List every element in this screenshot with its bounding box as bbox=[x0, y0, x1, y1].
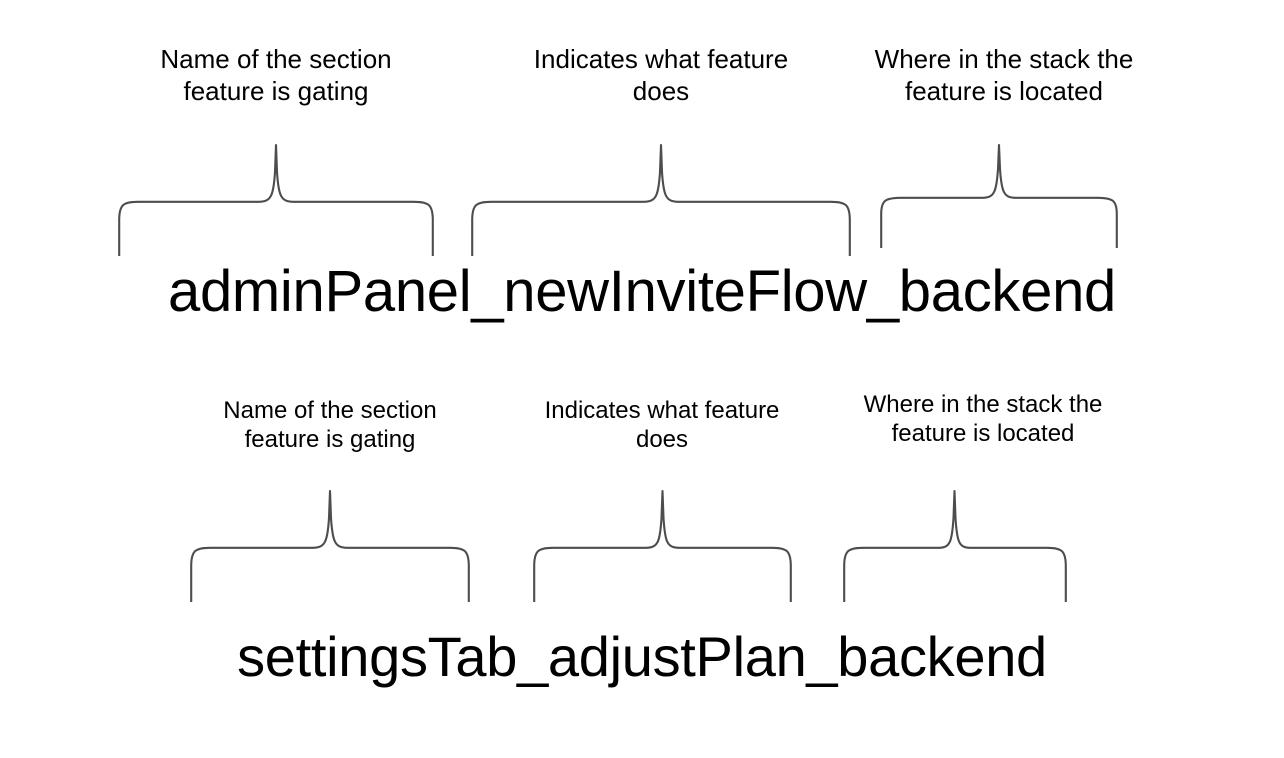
caption-behavior-1: Indicates what feature does bbox=[533, 44, 789, 106]
caption-layer-2: Where in the stack the feature is locate… bbox=[863, 391, 1103, 448]
caption-behavior-2: Indicates what feature does bbox=[544, 397, 780, 454]
caption-section-2: Name of the section feature is gating bbox=[223, 397, 437, 454]
brace-behavior-1 bbox=[471, 144, 851, 256]
flag-name-1: adminPanel_newInviteFlow_backend bbox=[168, 259, 1116, 324]
brace-layer-1 bbox=[880, 144, 1118, 248]
flag-name-2: settingsTab_adjustPlan_backend bbox=[237, 625, 1047, 688]
brace-section-1 bbox=[118, 144, 434, 256]
caption-section-1: Name of the section feature is gating bbox=[160, 44, 392, 106]
brace-layer-2 bbox=[843, 490, 1067, 602]
brace-behavior-2 bbox=[533, 490, 792, 602]
caption-layer-1: Where in the stack the feature is locate… bbox=[874, 44, 1134, 106]
brace-section-2 bbox=[190, 490, 470, 602]
